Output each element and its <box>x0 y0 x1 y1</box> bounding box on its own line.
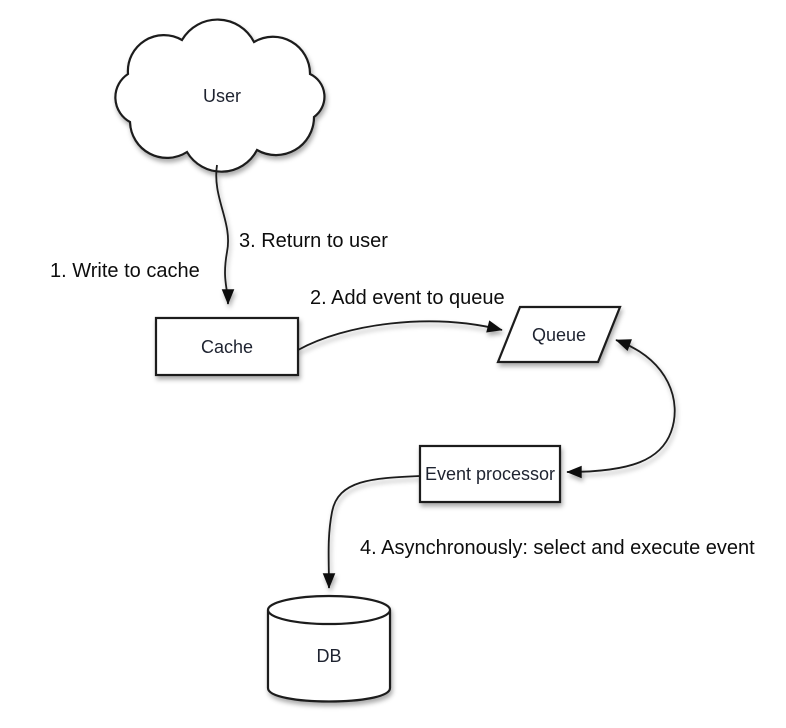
step3-return-to-user-label: 3. Return to user <box>239 230 388 252</box>
step4-asynchronously-label: 4. Asynchronously: select and execute ev… <box>360 537 755 559</box>
edge-queue-event-processor-bidirectional <box>566 339 676 479</box>
edge-event-processor-to-db <box>322 475 421 589</box>
edge-cache-to-queue <box>297 320 503 351</box>
queue-node-label: Queue <box>532 325 586 345</box>
user-node-label: User <box>203 86 241 106</box>
db-cylinder-body <box>266 610 392 703</box>
event-processor-node-shape <box>418 444 562 504</box>
edge-user-to-cache <box>215 164 235 305</box>
db-node-label: DB <box>316 646 341 666</box>
step2-add-event-to-queue-label: 2. Add event to queue <box>310 287 505 309</box>
cache-node-shape <box>154 316 300 377</box>
db-cylinder-top <box>266 594 392 626</box>
user-cloud-shape <box>114 18 326 173</box>
event-processor-node-label: Event processor <box>425 464 555 484</box>
step1-write-to-cache-label: 1. Write to cache <box>50 260 200 282</box>
cache-node-label: Cache <box>201 337 253 357</box>
